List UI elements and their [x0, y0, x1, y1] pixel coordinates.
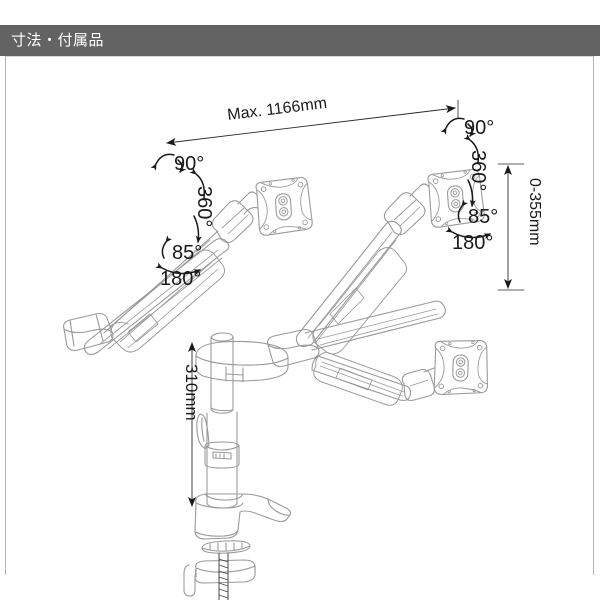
left-angle-label-swivel: 180° — [160, 268, 201, 290]
right-arm-lower — [311, 338, 490, 406]
content-frame-right-border — [593, 56, 594, 575]
dimension-label-pole-height: 310mm — [182, 364, 201, 421]
dimension-label-max-width: Max. 1166mm — [226, 95, 328, 124]
left-angle-label-rotation: 360° — [193, 186, 215, 227]
monitor-mount-technical-drawing: Max. 1166mm 0-355mm 310mm — [0, 56, 600, 600]
left-angle-label-tilt-top: 90° — [174, 153, 204, 175]
section-header: 寸法・付属品 — [0, 25, 600, 56]
content-frame-top-border — [5, 56, 594, 57]
section-header-title: 寸法・付属品 — [11, 31, 105, 49]
left-arm — [63, 176, 314, 356]
desk-clamp — [183, 493, 292, 600]
dimension-label-height-range: 0-355mm — [526, 178, 543, 246]
right-angle-label-tilt: 85° — [468, 206, 498, 228]
right-angle-arrows — [440, 117, 491, 240]
right-angle-label-tilt-top: 90° — [464, 117, 494, 139]
content-frame-left-border — [5, 56, 6, 575]
dimension-max-width — [166, 99, 459, 146]
right-angle-label-rotation: 360° — [467, 150, 489, 191]
right-arm-upper — [267, 168, 486, 368]
center-pole — [196, 332, 240, 509]
left-angle-arrows — [150, 153, 206, 276]
center-hub — [195, 340, 289, 383]
dimension-height-range — [497, 163, 525, 291]
right-angle-label-swivel: 180° — [452, 232, 493, 254]
left-angle-label-tilt: 85° — [172, 242, 202, 264]
